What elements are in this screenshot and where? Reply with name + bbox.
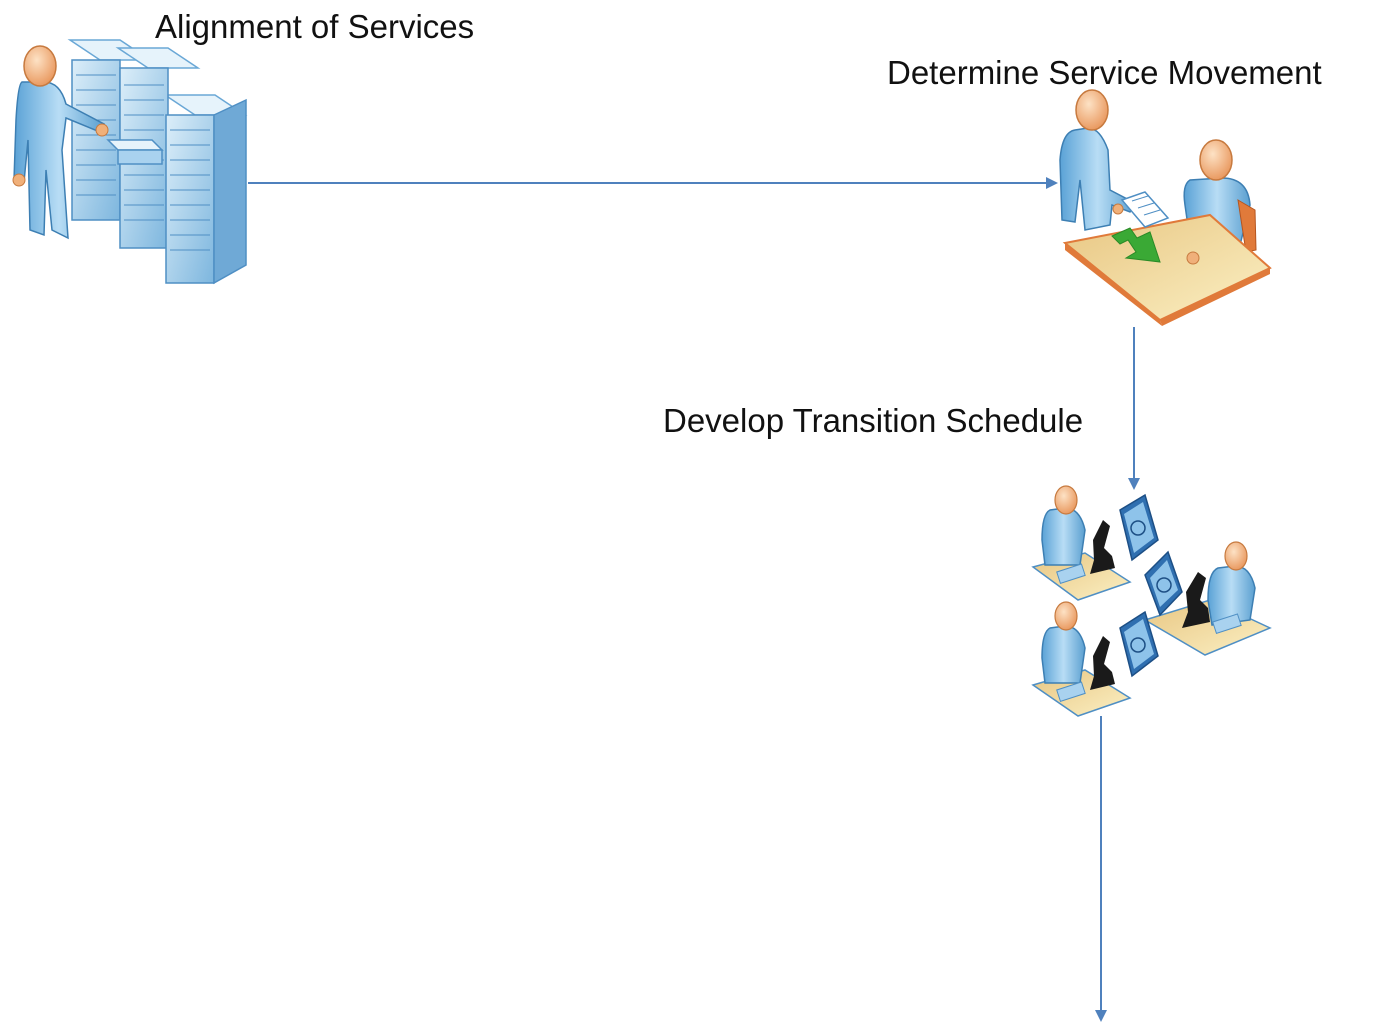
step-label-determine-service-movement: Determine Service Movement: [887, 54, 1322, 91]
admin-server-rack-icon: [12, 39, 248, 285]
lab-workstations-icon: [1031, 485, 1272, 717]
step-label-alignment-of-services: Alignment of Services: [155, 8, 475, 45]
step-label-develop-transition-schedule: Develop Transition Schedule: [663, 402, 1084, 439]
meeting-desk-icon: [1059, 89, 1272, 326]
